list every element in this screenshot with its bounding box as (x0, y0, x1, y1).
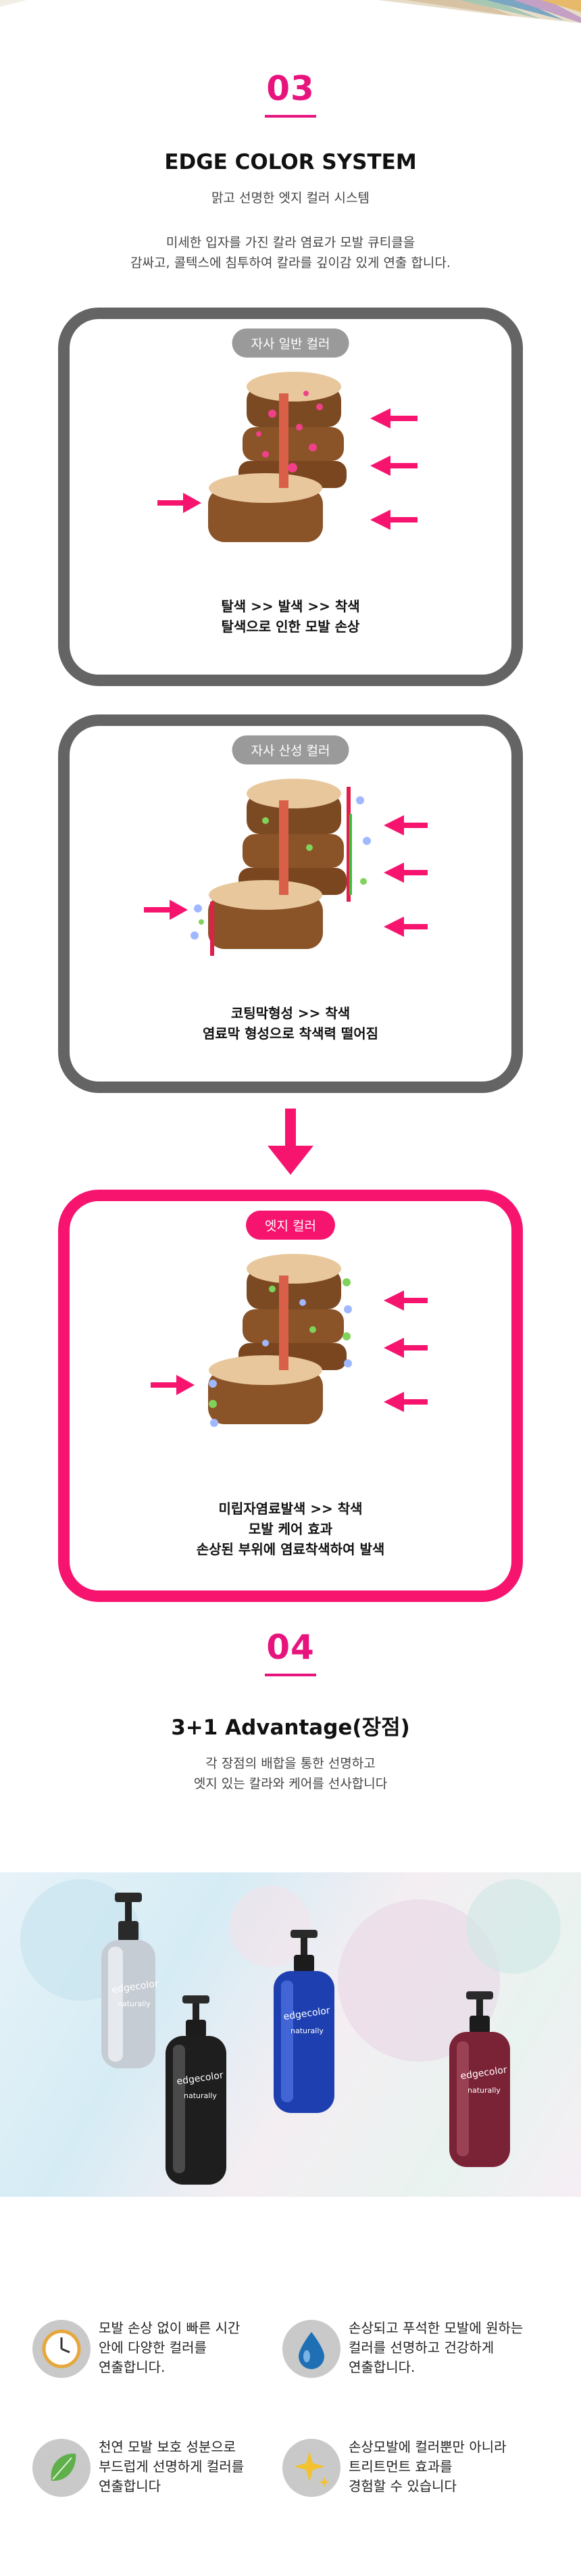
panel-label: 자사 산성 컬러 (232, 735, 349, 764)
bottle-tagline-text: naturally (184, 2091, 217, 2100)
section-number: 04 (266, 1628, 315, 1667)
panel-caption-line-2: 탈색으로 인한 모발 손상 (221, 618, 360, 635)
bottle-tagline-text: naturally (290, 2026, 324, 2035)
section-description-line-2: 엣지 있는 칼라와 케어를 선사합니다 (193, 1776, 388, 1791)
advantage-text: 모발 손상 없이 빠른 시간 안에 다양한 컬러를 연출합니다. (99, 2318, 240, 2377)
hair-cross-section-illustration (144, 779, 428, 956)
advantage-line-1: 손상모발에 컬러뿐만 아니라 (349, 2439, 507, 2455)
advantage-line-3: 연출합니다. (99, 2359, 166, 2375)
section-title: EDGE COLOR SYSTEM (164, 150, 417, 174)
panel-label: 자사 일반 컬러 (232, 329, 349, 358)
comparison-panel-general-color: 자사 일반 컬러 탈색 >> 발색 >> 착색 탈색으로 인한 모발 손상 (58, 308, 523, 686)
water-drop-icon (282, 2320, 340, 2378)
advantage-line-2: 컬러를 선명하고 건강하게 (349, 2339, 495, 2356)
panel-caption-line-3: 손상된 부위에 염료착색하여 발색 (196, 1541, 385, 1557)
sparkle-icon (282, 2439, 340, 2497)
hair-cross-section-illustration (151, 1254, 428, 1427)
section-number-underline (265, 1674, 316, 1676)
advantage-line-1: 모발 손상 없이 빠른 시간 (99, 2320, 241, 2336)
arrow-icon (151, 1290, 428, 1412)
hair-cross-section-illustration (157, 372, 418, 542)
panel-caption-line-1: 코팅막형성 >> 착색 (230, 1005, 351, 1021)
top-decorative-strip (0, 0, 581, 27)
comparison-panel-acid-color: 자사 산성 컬러 코팅막형성 >> 착색 염료막 형성으로 착색력 떨어짐 (58, 714, 523, 1093)
panel-caption-line-1: 탈색 >> 발색 >> 착색 (221, 598, 360, 614)
panel-caption-line-2: 모발 케어 효과 (248, 1521, 333, 1537)
section-subtitle: 맑고 선명한 엣지 컬러 시스템 (211, 191, 370, 205)
section-number: 03 (266, 69, 315, 108)
advantage-text: 손상되고 푸석한 모발에 원하는 컬러를 선명하고 건강하게 연출합니다. (349, 2318, 523, 2377)
panel-caption-line-1: 미립자염료발색 >> 착색 (218, 1501, 363, 1517)
advantage-line-3: 연출합니다. (349, 2359, 415, 2375)
advantage-line-3: 경험할 수 있습니다 (349, 2478, 457, 2494)
bottle-tagline-text: naturally (118, 1999, 151, 2008)
color-swatch-strip-image (0, 0, 581, 27)
advantage-text: 손상모발에 컬러뿐만 아니라 트리트먼트 효과를 경험할 수 있습니다 (349, 2437, 507, 2496)
panel-label: 엣지 컬러 (246, 1211, 335, 1240)
advantage-text: 천연 모발 보호 성분으로 부드럽게 선명하게 컬러를 연출합니다 (99, 2437, 244, 2496)
clock-icon (32, 2320, 91, 2378)
section-description-line-2: 감싸고, 콜텍스에 침투하여 칼라를 깊이감 있게 연출 합니다. (130, 256, 451, 270)
down-arrow-icon (268, 1109, 313, 1175)
advantage-line-2: 부드럽게 선명하게 컬러를 (99, 2458, 245, 2475)
arrow-icon (144, 815, 428, 937)
arrow-icon (157, 408, 418, 530)
bottle-tagline-text: naturally (468, 2086, 501, 2095)
panel-caption-line-2: 염료막 형성으로 착색력 떨어짐 (202, 1025, 379, 1042)
advantage-line-3: 연출합니다 (99, 2478, 161, 2494)
comparison-panel-edge-color: 엣지 컬러 미립자염료발색 >> 착색 모발 케어 효과 손상된 부위에 염료착… (58, 1190, 523, 1602)
advantage-line-2: 안에 다양한 컬러를 (99, 2339, 207, 2356)
advantage-line-2: 트리트먼트 효과를 (349, 2458, 453, 2475)
advantage-line-1: 천연 모발 보호 성분으로 (99, 2439, 236, 2455)
section-description-line-1: 미세한 입자를 가진 칼라 염료가 모발 큐티클을 (166, 235, 415, 250)
product-bottles-image: edgecolor naturally edgecolor naturally … (20, 1879, 561, 2185)
section-description-line-1: 각 장점의 배합을 통한 선명하고 (205, 1756, 376, 1771)
section-number-underline (265, 115, 316, 118)
section-title: 3+1 Advantage(장점) (171, 1716, 410, 1740)
product-photo-banner: edgecolor naturally edgecolor naturally … (0, 1872, 581, 2197)
advantage-line-1: 손상되고 푸석한 모발에 원하는 (349, 2320, 524, 2336)
leaf-icon (32, 2439, 91, 2497)
